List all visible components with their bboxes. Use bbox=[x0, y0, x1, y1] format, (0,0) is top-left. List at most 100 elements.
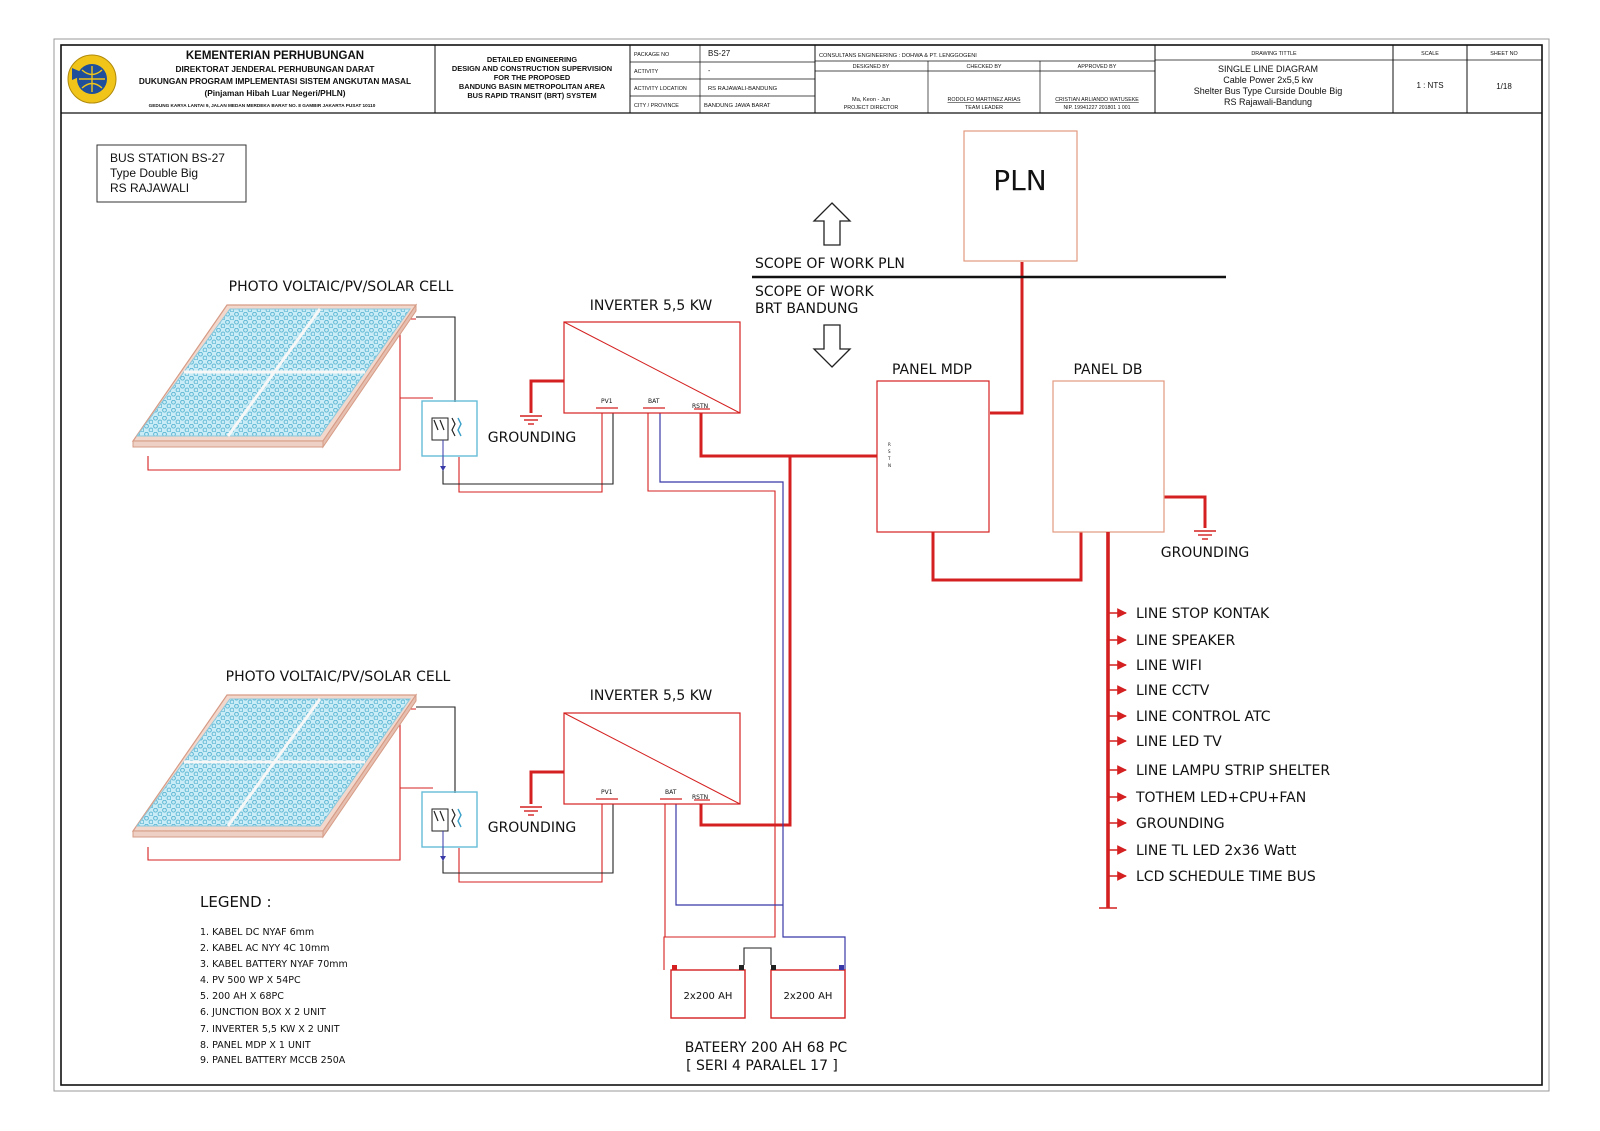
inverter-1-terminal-pv: PV1 bbox=[601, 398, 613, 405]
inverter-2-terminal-pv: PV1 bbox=[601, 789, 613, 796]
legend-item: 8. PANEL MDP X 1 UNIT bbox=[200, 1040, 311, 1051]
pln-label: PLN bbox=[993, 164, 1046, 197]
drawing-title-line-2: Cable Power 2x5,5 kw bbox=[1223, 75, 1313, 85]
org-line-2: DUKUNGAN PROGRAM IMPLEMENTASI SISTEM ANG… bbox=[139, 76, 411, 86]
dc-negative-wiring bbox=[416, 316, 772, 965]
inverter-2-label: INVERTER 5,5 KW bbox=[590, 688, 713, 704]
distribution-line-label: LINE TL LED 2x36 Watt bbox=[1136, 843, 1297, 859]
pv-array-1 bbox=[131, 303, 418, 449]
grounding-label-panel-db: GROUNDING bbox=[1161, 545, 1250, 561]
legend-item: 2. KABEL AC NYY 4C 10mm bbox=[200, 943, 330, 954]
station-line-1: BUS STATION BS-27 bbox=[110, 151, 225, 165]
panel-mdp-label: PANEL MDP bbox=[892, 362, 972, 378]
checked-by-role: TEAM LEADER bbox=[965, 105, 1003, 111]
legend-item: 6. JUNCTION BOX X 2 UNIT bbox=[200, 1007, 326, 1018]
designed-by-name: Ma, Keon - Jun bbox=[852, 97, 890, 103]
approved-by-role: NIP. 19941227 201801 1 001 bbox=[1063, 105, 1130, 111]
ground-icon-inverter-1 bbox=[519, 415, 543, 425]
battery-caption-2: [ SERI 4 PARALEL 17 ] bbox=[686, 1058, 838, 1074]
battery-caption-1: BATEERY 200 AH 68 PC bbox=[685, 1040, 848, 1056]
inverter-2-terminal-bat: BAT bbox=[665, 789, 677, 796]
ministry-logo-icon bbox=[67, 54, 117, 104]
distribution-line-label: GROUNDING bbox=[1136, 816, 1225, 832]
inverter-2 bbox=[563, 712, 741, 805]
inverter-1-terminal-bat: BAT bbox=[648, 398, 660, 405]
legend-item: 1. KABEL DC NYAF 6mm bbox=[200, 927, 314, 938]
distribution-line-label: LINE SPEAKER bbox=[1136, 633, 1235, 649]
approved-by-label: APPROVED BY bbox=[1078, 64, 1117, 70]
project-line-1: DETAILED ENGINEERING bbox=[487, 55, 577, 64]
scale-value: 1 : NTS bbox=[1416, 81, 1443, 90]
inverter-1-terminal-rstn: RSTN bbox=[692, 403, 708, 410]
checked-by-name: RODOLFO MARTINEZ ARIAS bbox=[948, 97, 1021, 103]
distribution-line-label: LINE LED TV bbox=[1136, 734, 1222, 750]
package-no-label: PACKAGE NO bbox=[634, 52, 669, 58]
svg-text:S: S bbox=[888, 449, 891, 454]
designed-by-label: DESIGNED BY bbox=[853, 64, 890, 70]
inverter-2-terminal-rstn: RSTN bbox=[692, 794, 708, 801]
drawing-title-line-3: Shelter Bus Type Curside Double Big bbox=[1194, 86, 1342, 96]
city-province-value: BANDUNG JAWA BARAT bbox=[704, 103, 771, 109]
legend-title: LEGEND : bbox=[200, 893, 272, 911]
legend-item: 3. KABEL BATTERY NYAF 70mm bbox=[200, 959, 348, 970]
inner-frame bbox=[60, 44, 1543, 1086]
legend-item: 7. INVERTER 5,5 KW X 2 UNIT bbox=[200, 1024, 340, 1035]
org-line-1: DIREKTORAT JENDERAL PERHUBUNGAN DARAT bbox=[176, 64, 375, 74]
panel-db bbox=[1052, 380, 1165, 533]
activity-location-label: ACTIVITY LOCATION bbox=[634, 86, 687, 92]
grounding-label-1: GROUNDING bbox=[488, 430, 577, 446]
activity-location-value: RS RAJAWALI-BANDUNG bbox=[708, 86, 778, 92]
inverter-1 bbox=[563, 321, 741, 414]
approved-by-name: CRISTIAN ARLIANDO WATUSEKE bbox=[1055, 97, 1139, 103]
legend-item: 4. PV 500 WP X 54PC bbox=[200, 975, 301, 986]
scope-up-arrow-icon bbox=[812, 202, 852, 246]
station-info-box: BUS STATION BS-27 Type Double Big RS RAJ… bbox=[96, 144, 247, 203]
battery-wiring bbox=[659, 408, 846, 970]
scope-brt-label-2: BRT BANDUNG bbox=[755, 301, 858, 317]
station-line-3: RS RAJAWALI bbox=[110, 181, 189, 195]
outer-frame bbox=[53, 38, 1550, 1092]
battery-bank-1-label: 2x200 AH bbox=[684, 991, 733, 1002]
distribution-line-label: LINE CONTROL ATC bbox=[1136, 709, 1271, 725]
drawing-title-line-1: SINGLE LINE DIAGRAM bbox=[1218, 64, 1318, 74]
pv-label-1: PHOTO VOLTAIC/PV/SOLAR CELL bbox=[229, 279, 454, 295]
junction-box-1 bbox=[421, 400, 478, 471]
org-line-3: (Pinjaman Hibah Luar Negeri/PHLN) bbox=[204, 88, 345, 98]
inverter-1-label: INVERTER 5,5 KW bbox=[590, 298, 713, 314]
scope-pln-label: SCOPE OF WORK PLN bbox=[755, 256, 905, 272]
battery-bank-1 bbox=[670, 965, 746, 1019]
org-title: KEMENTERIAN PERHUBUNGAN bbox=[186, 50, 364, 62]
junction-box-2 bbox=[421, 791, 478, 861]
org-address: GEDUNG KARYA LANTAI 9, JALAN MEDAN MERDE… bbox=[149, 103, 376, 108]
checked-by-label: CHECKED BY bbox=[966, 64, 1001, 70]
project-line-5: BUS RAPID TRANSIT (BRT) SYSTEM bbox=[467, 91, 596, 100]
svg-text:N: N bbox=[888, 463, 891, 468]
title-block: KEMENTERIAN PERHUBUNGAN DIREKTORAT JENDE… bbox=[61, 45, 1542, 114]
svg-text:T: T bbox=[887, 456, 891, 461]
package-no-value: BS-27 bbox=[708, 49, 731, 58]
ground-icon-panel-db bbox=[1193, 530, 1217, 540]
designed-by-role: PROJECT DIRECTOR bbox=[844, 105, 899, 111]
svg-text:R: R bbox=[888, 442, 891, 447]
project-line-3: FOR THE PROPOSED bbox=[494, 73, 571, 82]
city-province-label: CITY / PROVINCE bbox=[634, 103, 679, 109]
pv-array-2 bbox=[131, 693, 418, 839]
distribution-line-label: LINE CCTV bbox=[1136, 683, 1210, 699]
drawing-title-line-4: RS Rajawali-Bandung bbox=[1224, 97, 1312, 107]
panel-db-label: PANEL DB bbox=[1073, 362, 1142, 378]
project-line-2: DESIGN AND CONSTRUCTION SUPERVISION bbox=[452, 64, 612, 73]
activity-label: ACTIVITY bbox=[634, 69, 659, 75]
battery-bank-2-label: 2x200 AH bbox=[784, 991, 833, 1002]
scope-brt-label-1: SCOPE OF WORK bbox=[755, 284, 875, 300]
distribution-line-label: TOTHEM LED+CPU+FAN bbox=[1135, 790, 1306, 806]
sheet-value: 1/18 bbox=[1496, 82, 1512, 91]
consultant-name: CONSULTANS ENGINEERING : DOHWA & PT. LEN… bbox=[819, 53, 977, 59]
sheet-label: SHEET NO bbox=[1490, 51, 1517, 57]
distribution-line-label: LINE WIFI bbox=[1136, 658, 1202, 674]
scope-down-arrow-icon bbox=[812, 324, 852, 368]
ground-icon-inverter-2 bbox=[519, 806, 543, 816]
legend-item: 5. 200 AH X 68PC bbox=[200, 991, 284, 1002]
scale-label: SCALE bbox=[1421, 51, 1439, 57]
grounding-label-2: GROUNDING bbox=[488, 820, 577, 836]
